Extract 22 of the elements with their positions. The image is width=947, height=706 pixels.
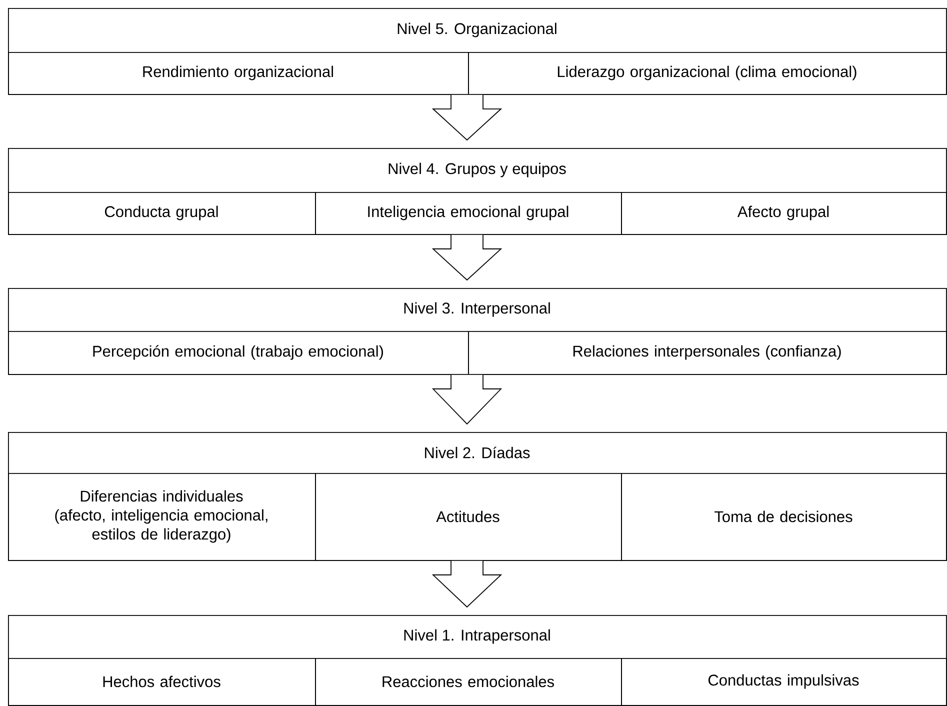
level-heading: Nivel 3. Interpersonal	[404, 302, 550, 317]
category-cell: Conductas impulsivas	[621, 658, 947, 706]
level-heading: Nivel 4. Grupos y equipos	[388, 162, 566, 178]
block-arrow	[432, 94, 502, 141]
level-heading: Nivel 5. Organizacional	[398, 22, 556, 38]
category-cell: Percepción emocional (trabajo emocional)	[8, 330, 469, 375]
category-cell: Hechos afectivos	[8, 658, 316, 706]
category-cell: Toma de decisiones	[621, 472, 947, 561]
block-arrow	[432, 374, 502, 425]
level-heading: Nivel 2. Díadas	[425, 446, 530, 458]
block-arrow	[432, 234, 502, 281]
block-arrow	[432, 560, 502, 608]
category-cell: Conducta grupal	[8, 192, 316, 235]
category-cell: Liderazgo organizacional (clima emocional)	[468, 52, 947, 95]
category-cell: Diferencias individuales (afecto, inteligencia emocional, estilos de liderazgo)	[8, 472, 316, 561]
category-cell: Actitudes	[315, 472, 622, 561]
category-cell: Reacciones emocionales	[315, 658, 622, 706]
level-heading: Nivel 1. Intrapersonal	[404, 629, 550, 644]
category-cell: Afecto grupal	[621, 192, 947, 235]
category-cell: Inteligencia emocional grupal	[315, 192, 622, 235]
category-cell: Relaciones interpersonales (confianza)	[468, 330, 947, 375]
category-cell: Rendimiento organizacional	[8, 52, 469, 95]
